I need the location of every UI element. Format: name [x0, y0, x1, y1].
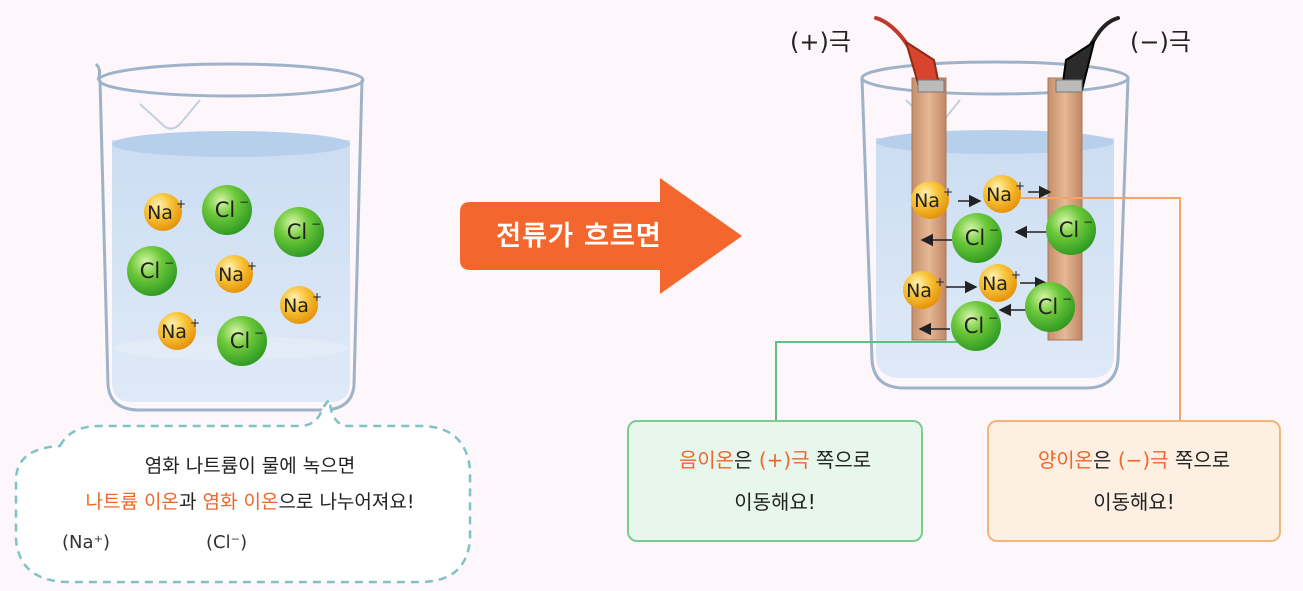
- sodium-symbol: Na: [218, 264, 244, 286]
- positive-clip-wire: [874, 16, 945, 93]
- chloride-ion-ball: [952, 213, 1002, 263]
- plus-charge: +: [1015, 179, 1025, 193]
- minus-charge: −: [989, 223, 999, 237]
- cation-info-box: 양이온은 (−)극 쪽으로 이동해요!: [987, 420, 1281, 542]
- minus-charge: −: [988, 311, 998, 325]
- plus-charge: +: [247, 259, 257, 273]
- chloride-symbol: Cl: [140, 259, 161, 283]
- sodium-ion-ball: [158, 312, 196, 350]
- sodium-ion-ball: [979, 264, 1017, 302]
- sodium-ion: Na+: [215, 255, 257, 293]
- plus-charge: +: [943, 185, 953, 199]
- chloride-ion: Cl−: [1046, 205, 1096, 255]
- bubble-line-2-end: 으로 나누어져요!: [278, 491, 415, 513]
- anion-pole: (+)극: [758, 448, 810, 472]
- sodium-symbol: Na: [914, 190, 940, 212]
- sodium-symbol: Na: [283, 295, 309, 317]
- chloride-symbol: Cl: [965, 226, 986, 250]
- anion-info-box: 음이온은 (+)극 쪽으로 이동해요!: [627, 420, 923, 542]
- sodium-symbol: Na: [906, 280, 932, 302]
- sodium-ion-ball: [215, 255, 253, 293]
- chloride-symbol: Cl: [964, 314, 985, 338]
- cation-line-2: 이동해요!: [1093, 490, 1175, 514]
- minus-charge: −: [1062, 292, 1072, 306]
- chloride-ion: Cl−: [127, 246, 177, 296]
- sodium-ion-ball: [903, 271, 941, 309]
- bubble-connector: 과: [178, 491, 203, 513]
- current-flow-label: 전류가 흐르면: [496, 221, 662, 252]
- chloride-ion: Cl−: [1025, 282, 1075, 332]
- chloride-symbol: Cl: [1059, 218, 1080, 242]
- anion-line-2: 이동해요!: [734, 490, 816, 514]
- chloride-symbol: Cl: [230, 329, 251, 353]
- sodium-ion: Na+: [983, 175, 1025, 213]
- plus-charge: +: [176, 197, 186, 211]
- minus-charge: −: [1083, 215, 1093, 229]
- chloride-symbol: Cl: [215, 198, 236, 222]
- chloride-ion-ball: [274, 207, 324, 257]
- chloride-ion: Cl−: [217, 316, 267, 366]
- minus-charge: −: [254, 326, 264, 340]
- cation-text-2: 쪽으로: [1168, 448, 1231, 472]
- cation-callout-line: [1016, 197, 1181, 420]
- chloride-symbol: Cl: [287, 220, 308, 244]
- chloride-ion: Cl−: [274, 207, 324, 257]
- sodium-ion: Na+: [979, 264, 1021, 302]
- chloride-ion-ball: [217, 316, 267, 366]
- chloride-ion: Cl−: [951, 301, 1001, 351]
- sodium-symbol-note: (Na⁺): [62, 532, 111, 553]
- chloride-ion-ball: [951, 301, 1001, 351]
- sodium-ion: Na+: [911, 181, 953, 219]
- sodium-ion-ball: [911, 181, 949, 219]
- sodium-ion-ball: [280, 286, 318, 324]
- bubble-line-1: 염화 나트륨이 물에 녹으면: [144, 455, 356, 477]
- cation-text-1: 은: [1093, 448, 1118, 472]
- sodium-ion: Na+: [144, 193, 186, 231]
- sodium-ion-ball: [983, 175, 1021, 213]
- anion-text-1: 은: [734, 448, 759, 472]
- sodium-ion-ball: [144, 193, 182, 231]
- sodium-symbol: Na: [161, 321, 187, 343]
- ions-layer: Na+Cl−Cl−Cl−Na+Na+Na+Cl−Na+Na+Cl−Cl−Na+N…: [127, 175, 1096, 366]
- minus-charge: −: [164, 256, 174, 270]
- bubble-line-2: 나트륨 이온과 염화 이온으로 나누어져요!: [20, 484, 480, 520]
- cation-term: 양이온: [1037, 448, 1094, 472]
- cation-pole: (−)극: [1117, 448, 1169, 472]
- plus-charge: +: [190, 316, 200, 330]
- chloride-ion: Cl−: [202, 185, 252, 235]
- sodium-ion: Na+: [280, 286, 322, 324]
- minus-charge: −: [239, 195, 249, 209]
- anion-term: 음이온: [678, 448, 735, 472]
- chloride-symbol-note: (Cl⁻): [206, 532, 248, 553]
- sodium-ion: Na+: [158, 312, 200, 350]
- negative-pole-label: (−)극: [1130, 28, 1191, 56]
- anion-text-2: 쪽으로: [809, 448, 872, 472]
- current-flow-arrow: [460, 178, 742, 294]
- anion-line-1: 음이온은 (+)극 쪽으로: [629, 439, 921, 481]
- negative-clip-wire: [1055, 16, 1120, 93]
- cation-line-1: 양이온은 (−)극 쪽으로: [989, 439, 1279, 481]
- speech-bubble: [14, 397, 472, 584]
- chloride-ion-ball: [1046, 205, 1096, 255]
- sodium-symbol: Na: [982, 273, 1008, 295]
- chloride-ion-ball: [127, 246, 177, 296]
- chloride-ion: Cl−: [952, 213, 1002, 263]
- chloride-ion-ball: [1025, 282, 1075, 332]
- movement-arrows: [918, 185, 1052, 336]
- chloride-ion-term: 염화 이온: [202, 491, 279, 513]
- sodium-ion: Na+: [903, 271, 945, 309]
- sodium-symbol: Na: [986, 184, 1012, 206]
- chloride-ion-ball: [202, 185, 252, 235]
- plus-charge: +: [935, 275, 945, 289]
- bubble-text: 염화 나트륨이 물에 녹으면 나트륨 이온과 염화 이온으로 나누어져요!: [20, 448, 480, 520]
- minus-charge: −: [311, 217, 321, 231]
- sodium-symbol: Na: [147, 202, 173, 224]
- positive-pole-label: (+)극: [790, 28, 851, 56]
- sodium-ion-term: 나트륨 이온: [85, 491, 179, 513]
- anion-callout-line: [775, 341, 968, 420]
- plus-charge: +: [312, 290, 322, 304]
- chloride-symbol: Cl: [1038, 295, 1059, 319]
- plus-charge: +: [1011, 268, 1021, 282]
